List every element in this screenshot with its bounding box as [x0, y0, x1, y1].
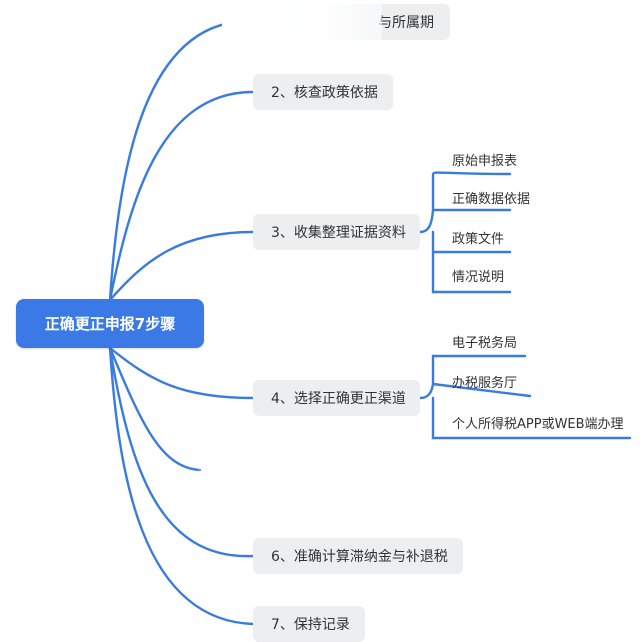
- step1-label: 与所属期: [378, 15, 434, 31]
- link-step6: [108, 346, 255, 558]
- link-step3: [108, 230, 255, 302]
- step4-child-1: 电子税务局: [452, 336, 518, 351]
- step3-node[interactable]: 3、收集整理证据资料: [253, 214, 420, 250]
- step4-child-2: 办税服务厅: [452, 376, 518, 391]
- step5-blur-overlay: [198, 455, 438, 505]
- root-label: 正确更正申报7步骤: [44, 315, 176, 333]
- root-node[interactable]: 正确更正申报7步骤: [16, 299, 204, 348]
- link-step7: [108, 346, 255, 626]
- step2-node[interactable]: 2、核查政策依据: [253, 74, 393, 110]
- step3-label: 3、收集整理证据资料: [271, 225, 406, 241]
- link-step3-children: [418, 171, 512, 294]
- step7-node[interactable]: 7、保持记录: [253, 606, 365, 642]
- step3-child-3: 政策文件: [452, 232, 505, 247]
- step3-child-1: 原始申报表: [452, 154, 518, 169]
- link-step5: [108, 346, 202, 472]
- link-step1: [108, 20, 237, 302]
- step4-node[interactable]: 4、选择正确更正渠道: [253, 380, 420, 416]
- step3-child-4: 情况说明: [452, 270, 505, 285]
- step7-label: 7、保持记录: [271, 617, 350, 633]
- link-step4-children: [418, 354, 632, 440]
- step4-label: 4、选择正确更正渠道: [271, 391, 406, 407]
- step2-label: 2、核查政策依据: [271, 85, 378, 101]
- step1-blur-overlay: [222, 2, 382, 42]
- step6-label: 6、准确计算滞纳金与补退税: [271, 549, 448, 565]
- link-step2: [108, 90, 255, 302]
- step4-child-3: 个人所得税APP或WEB端办理: [452, 417, 624, 432]
- link-step4: [108, 346, 255, 400]
- step3-child-2: 正确数据依据: [452, 192, 531, 207]
- step6-node[interactable]: 6、准确计算滞纳金与补退税: [253, 538, 463, 574]
